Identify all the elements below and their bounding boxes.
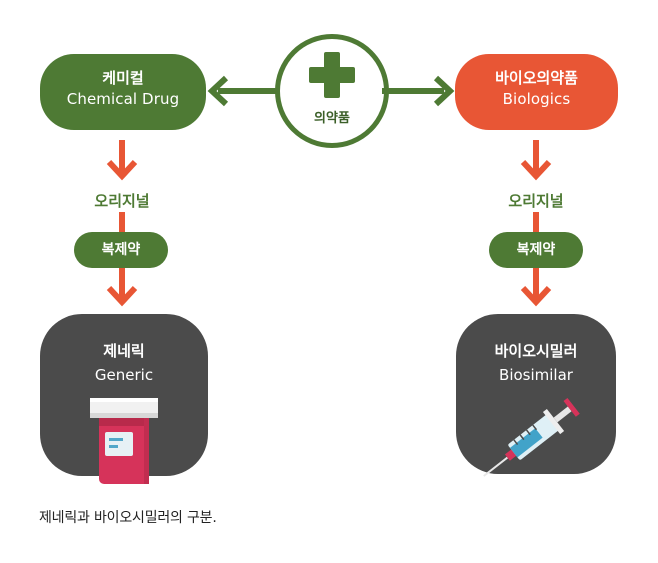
medicine-label: 의약품 xyxy=(314,111,350,126)
right-connector-line xyxy=(533,212,539,234)
biosimilar-english-label: Biosimilar xyxy=(499,366,573,384)
left-down-arrow-1-icon xyxy=(106,140,138,181)
chemical-drug-pill: 케미컬 Chemical Drug xyxy=(40,54,206,130)
biologics-english-label: Biologics xyxy=(502,90,571,108)
left-original-label: 오리지널 xyxy=(94,192,150,210)
right-down-arrow-1-icon xyxy=(520,140,552,181)
syringe-icon xyxy=(483,397,580,477)
generic-korean-label: 제네릭 xyxy=(103,342,145,360)
biologics-pill: 바이오의약품 Biologics xyxy=(455,54,618,130)
left-copy-drug-pill: 복제약 xyxy=(74,232,168,268)
generic-english-label: Generic xyxy=(94,366,154,384)
left-arrow-icon xyxy=(207,75,280,107)
biologics-korean-label: 바이오의약품 xyxy=(495,69,578,87)
left-down-arrow-2-icon xyxy=(106,268,138,307)
right-original-label: 오리지널 xyxy=(508,192,564,210)
chemical-drug-english-label: Chemical Drug xyxy=(66,90,180,108)
left-connector-line xyxy=(119,212,125,234)
biosimilar-korean-label: 바이오시밀러 xyxy=(494,342,578,360)
right-copy-drug-pill: 복제약 xyxy=(489,232,583,268)
caption: 제네릭과 바이오시밀러의 구분. xyxy=(39,510,217,526)
medicine-circle: 의약품 xyxy=(275,34,389,148)
pill-bottle-icon xyxy=(90,398,158,484)
plus-icon xyxy=(309,52,355,98)
chemical-drug-korean-label: 케미컬 xyxy=(102,69,144,87)
right-arrow-icon xyxy=(382,75,455,107)
right-down-arrow-2-icon xyxy=(520,268,552,307)
